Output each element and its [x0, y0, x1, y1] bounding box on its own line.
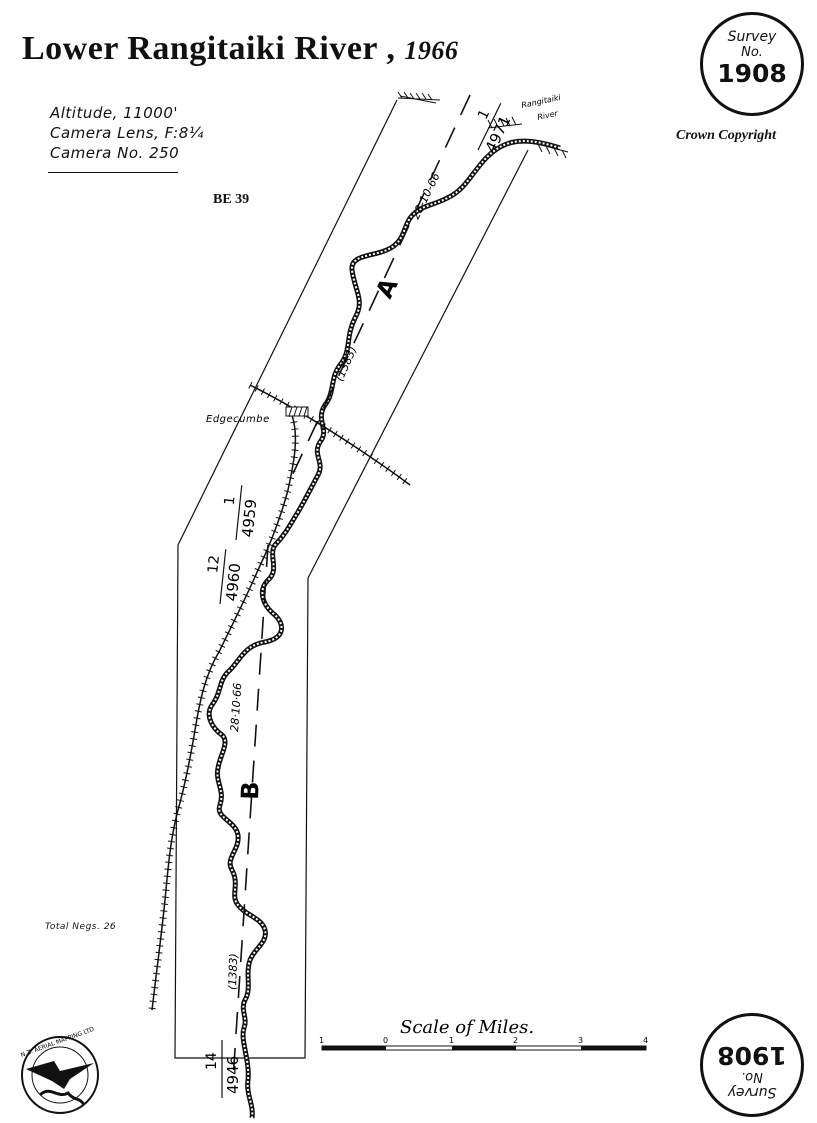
rangitaiki-river-inner — [208, 140, 561, 1119]
map-title-year: 1966 — [404, 36, 459, 65]
neg-4971-run: 1 — [475, 107, 493, 122]
run-a-ref: (1383) — [333, 345, 360, 384]
sheet-code: BE 39 — [213, 192, 250, 207]
scale-tick-label: 4 — [643, 1036, 648, 1045]
scale-tick-label: 0 — [383, 1036, 388, 1045]
coast-hatch-top-left — [397, 91, 441, 101]
logo-text: N.Z. AERIAL MAPPING LTD — [20, 1026, 96, 1059]
neg-4971-group: 1 4971 — [475, 102, 514, 155]
run-b-date: 28·10·66 — [228, 682, 244, 732]
neg-4959-run: 1 — [222, 495, 239, 506]
run-b-ref: (1383) — [226, 953, 240, 990]
neg-4946-run: 14 — [204, 1052, 220, 1070]
scale-tick-label: 3 — [578, 1036, 583, 1045]
flight-strip-boundary — [174, 99, 529, 1059]
railway-line-west — [151, 414, 297, 1011]
stamp-number: 1908 — [717, 59, 787, 88]
neg-4946-group: 14 4946 — [204, 1040, 242, 1098]
scale-ticks: 1 0 1 2 3 4 — [319, 1036, 648, 1045]
scale-bar — [321, 1045, 647, 1051]
stamp-no-label: No. — [741, 45, 763, 60]
scale-tick-label: 1 — [319, 1036, 324, 1045]
place-label-edgecumbe: Edgecumbe — [206, 414, 270, 425]
neg-4946-number: 4946 — [224, 1056, 242, 1094]
run-b-label: B — [236, 781, 265, 800]
flight-run-b-line — [232, 544, 269, 1081]
neg-4959-group: 1 4959 — [222, 485, 260, 541]
camera-lens-text: Camera Lens, F:8¼ — [50, 124, 204, 142]
strip-top-edge — [399, 95, 437, 104]
copyright-note: Crown Copyright — [676, 128, 776, 143]
parameters-underline — [48, 172, 178, 173]
map-title: Lower Rangitaiki River , 1966 — [22, 30, 458, 68]
map-title-main: Lower Rangitaiki River , — [22, 30, 396, 67]
edgecumbe-town — [285, 406, 309, 417]
neg-4960-run: 12 — [205, 555, 223, 574]
survey-stamp-top: Survey No. 1908 — [700, 12, 804, 116]
neg-4960-number: 4960 — [222, 562, 244, 602]
stamp-survey-label: Survey — [727, 29, 777, 45]
run-a-date: 28-10-66 — [409, 171, 443, 222]
nz-aerial-mapping-logo: N.Z. AERIAL MAPPING LTD — [20, 1026, 99, 1114]
camera-number-text: Camera No. 250 — [50, 144, 180, 162]
altitude-text: Altitude, 11000' — [50, 104, 178, 122]
neg-4959-number: 4959 — [238, 498, 260, 538]
railway-line-east — [249, 384, 411, 486]
river-label-line1: Rangitaiki — [521, 93, 563, 110]
scale-tick-label: 2 — [513, 1036, 518, 1045]
river-label-line2: River — [537, 109, 560, 122]
scale-label: Scale of Miles. — [400, 1017, 534, 1038]
flight-parameters: Altitude, 11000' Camera Lens, F:8¼ Camer… — [50, 103, 204, 163]
neg-4960-group: 12 4960 — [205, 549, 244, 605]
scale-tick-label: 1 — [449, 1036, 454, 1045]
total-negatives: Total Negs. 26 — [45, 922, 117, 932]
